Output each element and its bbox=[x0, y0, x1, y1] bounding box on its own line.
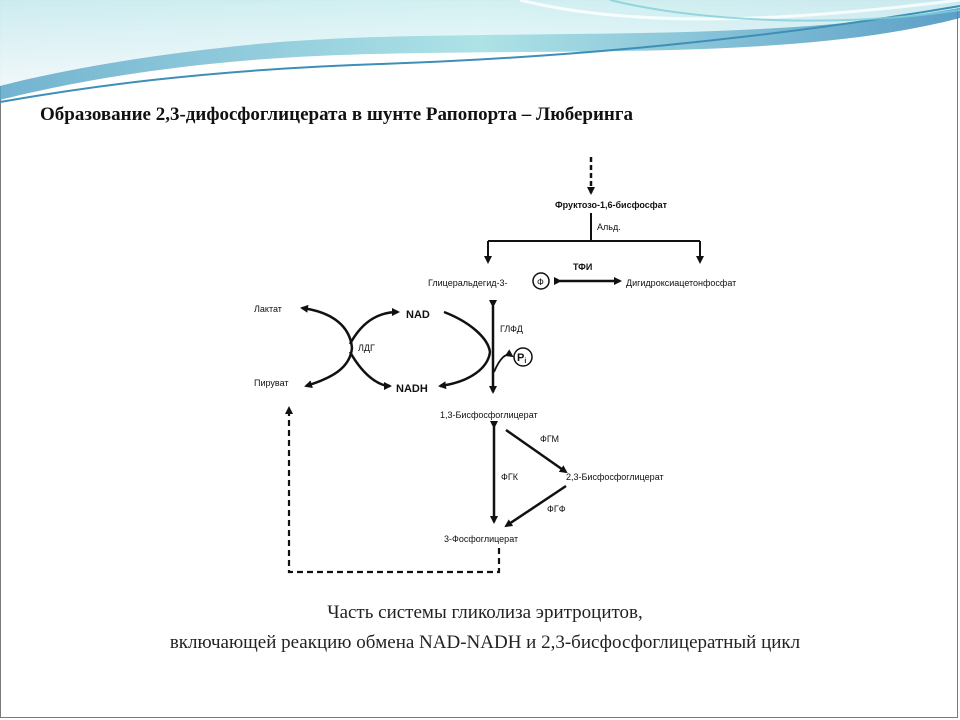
pi-label: Pi bbox=[517, 352, 526, 365]
nad-label: NAD bbox=[406, 309, 430, 321]
nad-arrow-left bbox=[348, 308, 400, 345]
ldg-to-lactate-arrow bbox=[300, 304, 354, 349]
caption-line-1: Часть системы гликолиза эритроцитов, bbox=[327, 602, 643, 623]
fgm-arrow bbox=[505, 428, 568, 474]
fgf-arrow bbox=[504, 484, 567, 528]
bpg23-label: 2,3-Бисфосфоглицерат bbox=[566, 472, 664, 482]
dhap-label: Дигидроксиацетонфосфат bbox=[626, 278, 736, 288]
nadh-label: NADH bbox=[396, 383, 428, 395]
nadh-arrow-left bbox=[348, 351, 392, 390]
pg3-label: 3-Фосфоглицерат bbox=[444, 534, 518, 544]
ald-label: Альд. bbox=[597, 222, 621, 232]
fgm-label: ФГМ bbox=[540, 434, 559, 444]
pg3-to-pyruvate-dashed-arrow bbox=[285, 406, 501, 574]
pi-entry-arrow bbox=[493, 349, 514, 373]
tfi-label: ТФИ bbox=[573, 262, 592, 272]
gap-label: Глицеральдегид-3- bbox=[428, 278, 507, 288]
pi-circle bbox=[513, 347, 533, 367]
fgk-label: ФГК bbox=[501, 472, 519, 482]
lactate-label: Лактат bbox=[254, 304, 282, 314]
nad-arrow-right bbox=[443, 310, 492, 353]
slide-title: Образование 2,3-дифосфоглицерата в шунте… bbox=[40, 104, 633, 125]
figure-caption: Часть системы гликолиза эритроцитов, вкл… bbox=[60, 598, 910, 658]
phosphate-circle bbox=[532, 272, 550, 290]
pyruvate-label: Пируват bbox=[254, 378, 289, 388]
fructose-label: Фруктозо-1,6-бисфосфат bbox=[555, 200, 668, 210]
nadh-arrow-right bbox=[438, 351, 492, 390]
glfd-label: ГЛФД bbox=[500, 324, 523, 334]
phosphate-label: Ф bbox=[537, 277, 544, 287]
ldg-label: ЛДГ bbox=[358, 343, 375, 353]
ldg-from-pyruvate-arrow bbox=[304, 347, 354, 389]
fgf-label: ФГФ bbox=[547, 504, 566, 514]
header-wave-banner bbox=[0, 0, 960, 103]
caption-line-2: включающей реакцию обмена NAD-NADH и 2,3… bbox=[169, 632, 801, 653]
bpg13-label: 1,3-Бисфосфоглицерат bbox=[440, 410, 538, 420]
